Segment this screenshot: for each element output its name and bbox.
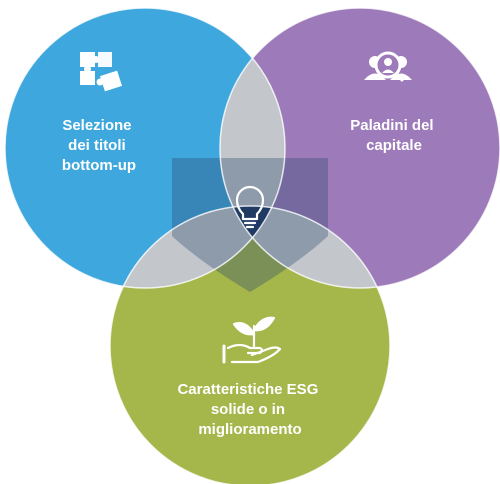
bottom-label-line: Caratteristiche ESG <box>177 381 318 398</box>
left-label-line: Selezione <box>62 117 131 134</box>
left-label-line: dei titoli <box>68 137 126 154</box>
overlap-left-bottom <box>110 206 285 288</box>
bottom-label-line: miglioramento <box>198 421 301 438</box>
right-label-line: capitale <box>366 137 422 154</box>
right-label-line: Paladini del <box>350 117 433 134</box>
hand-plant-icon <box>222 316 282 364</box>
left-label-line: bottom-up <box>62 157 136 174</box>
circle-bottom-outline <box>109 205 391 484</box>
overlap-right-bottom <box>220 206 390 288</box>
circle-right-outline <box>219 7 500 289</box>
left-circle-label: Selezione dei titoli bottom-up <box>62 117 136 174</box>
people-magnifier-icon <box>364 51 412 82</box>
right-circle-label: Paladini del capitale <box>350 117 438 154</box>
circle-left-outline <box>4 7 286 289</box>
bottom-circle-label: Caratteristiche ESG solide o in migliora… <box>177 381 322 438</box>
bottom-label-line: solide o in <box>211 401 285 418</box>
lightbulb-icon <box>235 185 265 229</box>
puzzle-icon <box>80 52 123 92</box>
